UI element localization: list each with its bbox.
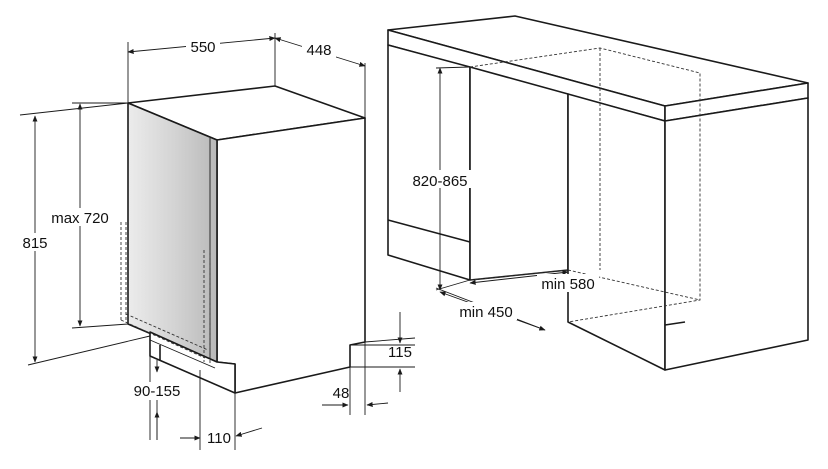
left-cabinet-plinth-line bbox=[387, 219, 471, 243]
dishwasher-door bbox=[127, 102, 218, 363]
dim-foot-depth-arrow-right bbox=[235, 427, 263, 437]
niche-drawing: 820-865 min 580 min 450 bbox=[387, 15, 809, 371]
dishwasher-drawing: 550 448 815 max 720 115 48 90-155 110 bbox=[18, 33, 416, 450]
plinth-recess bbox=[149, 331, 236, 394]
hidden-line-base bbox=[120, 319, 206, 359]
dim-width-label: 550 bbox=[190, 39, 215, 56]
dim-depth-label: 448 bbox=[306, 42, 331, 59]
dim-niche-depth-line bbox=[469, 270, 569, 285]
dim-plinth-height-label: 115 bbox=[388, 344, 412, 361]
dim-plinth-depth-arrow-right bbox=[366, 401, 389, 407]
dishwasher-side bbox=[216, 117, 366, 394]
plinth-line bbox=[149, 339, 216, 369]
right-cabinet-front bbox=[567, 93, 666, 371]
dim-niche-depth-label: min 580 bbox=[541, 276, 594, 293]
right-cabinet-side bbox=[664, 97, 809, 371]
dim-foot-depth-label: 110 bbox=[207, 430, 231, 447]
niche-hidden-edges bbox=[469, 47, 701, 323]
dim-niche-height-label: 820-865 bbox=[412, 173, 467, 190]
dim-max-height-label: max 720 bbox=[51, 210, 109, 227]
dim-height-label: 815 bbox=[22, 235, 47, 252]
niche-back-wall bbox=[469, 66, 569, 281]
right-cabinet-plinth-line bbox=[664, 321, 686, 326]
dim-niche-width-label: min 450 bbox=[459, 304, 512, 321]
dim-foot-adjust-label: 90-155 bbox=[134, 383, 181, 400]
dim-plinth-depth-label: 48 bbox=[333, 385, 350, 402]
left-cabinet-front bbox=[387, 44, 471, 281]
